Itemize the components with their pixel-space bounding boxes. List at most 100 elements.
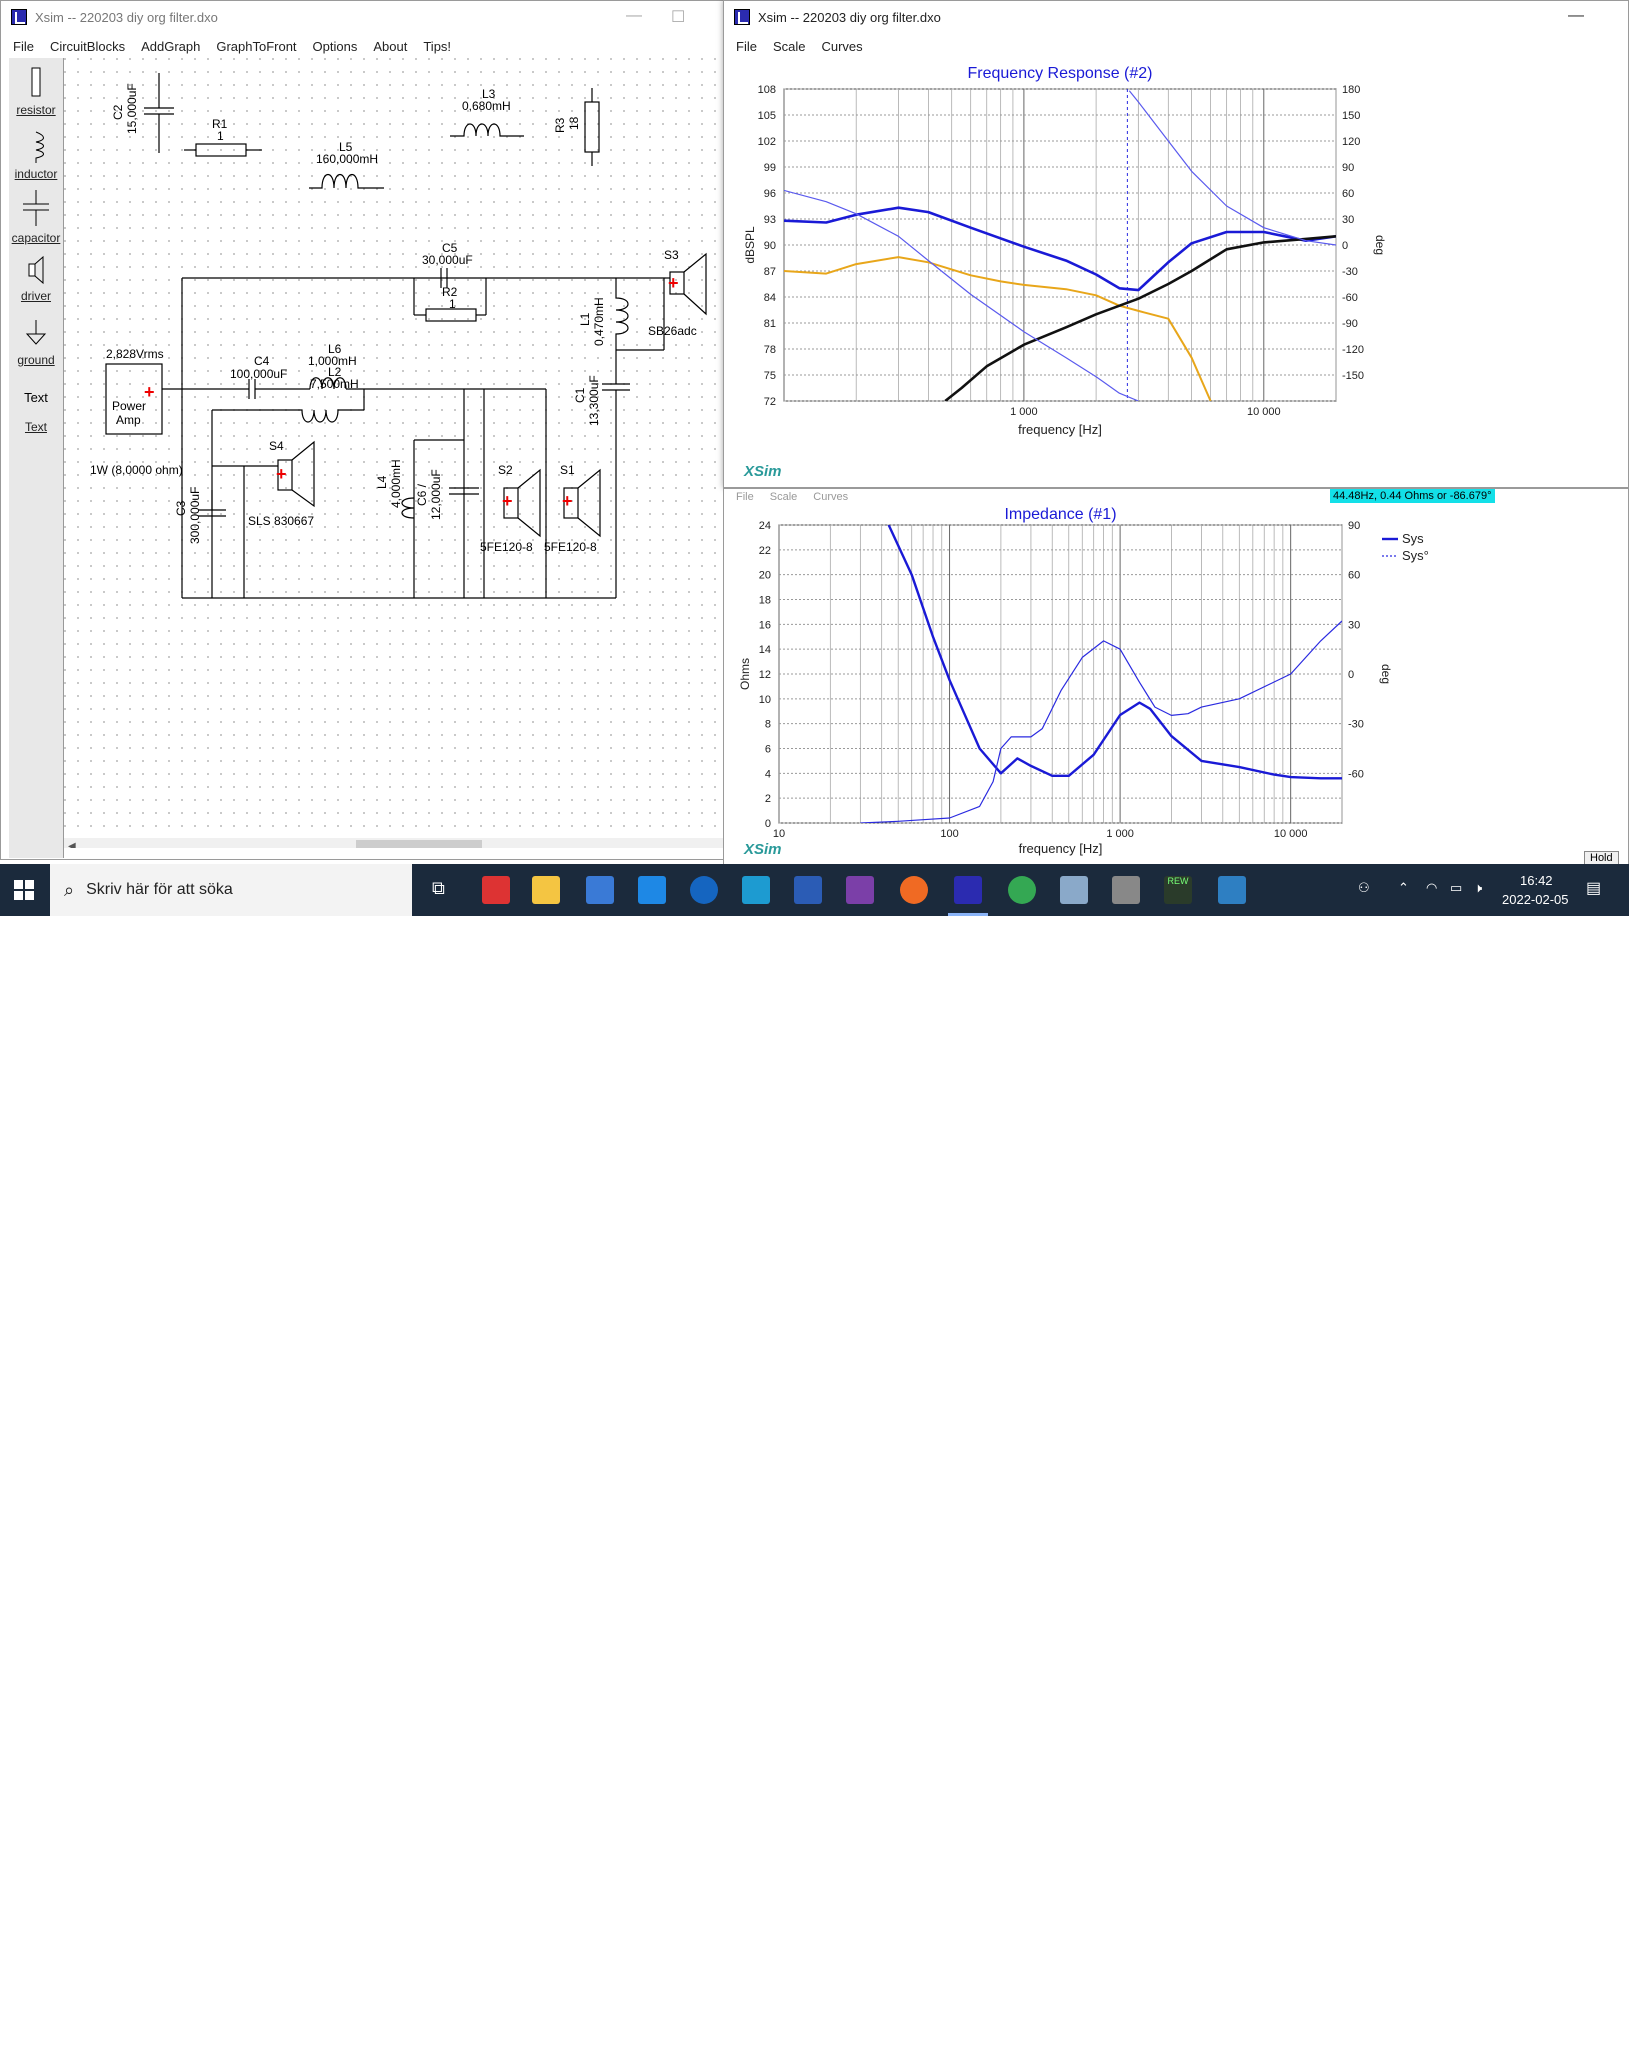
- y2-tick-label: 180: [1342, 84, 1360, 96]
- menu-about[interactable]: About: [373, 38, 408, 54]
- menu-scale[interactable]: Scale: [769, 491, 798, 503]
- word-icon[interactable]: [794, 876, 822, 904]
- label-r1: R1: [212, 117, 228, 131]
- clock-date[interactable]: 2022-02-05: [1502, 892, 1569, 907]
- active-indicator: [948, 913, 988, 916]
- value-c1: 13,300uF: [587, 375, 601, 426]
- schematic-canvas[interactable]: + + + + + C2 15,000uF R1 1 L5 160,000mH …: [64, 58, 724, 848]
- tool-driver[interactable]: driver: [9, 254, 63, 303]
- notifications-icon[interactable]: ▤: [1586, 880, 1602, 897]
- label-l6: L6: [328, 342, 342, 356]
- photos-icon[interactable]: [1218, 876, 1246, 904]
- windows-start-icon[interactable]: [14, 880, 34, 900]
- calculator-icon[interactable]: [1112, 876, 1140, 904]
- y2-tick-label: -60: [1342, 292, 1358, 304]
- search-icon: ⌕: [64, 879, 75, 900]
- volume-icon[interactable]: 🕨: [1474, 880, 1483, 895]
- menu-addgraph[interactable]: AddGraph: [141, 38, 201, 54]
- minimize-icon[interactable]: —: [626, 7, 642, 24]
- clock-time[interactable]: 16:42: [1520, 873, 1553, 888]
- series-line-1: [860, 620, 1342, 823]
- store-icon[interactable]: [586, 876, 614, 904]
- tool-text-label: Text: [24, 420, 47, 434]
- menu-circuitblocks[interactable]: CircuitBlocks: [49, 38, 126, 54]
- menu-scale[interactable]: Scale: [772, 38, 806, 54]
- value-c5: 30,000uF: [422, 253, 473, 267]
- edge-legacy-icon[interactable]: [690, 876, 718, 904]
- search-placeholder: Skriv här för att söka: [86, 881, 233, 898]
- chart-title: Frequency Response (#2): [968, 65, 1153, 82]
- y-tick-label: 4: [765, 768, 771, 780]
- menu-curves[interactable]: Curves: [813, 491, 849, 503]
- y2-tick-label: -90: [1342, 318, 1358, 330]
- capacitor-icon: [23, 190, 49, 226]
- xsim-taskbar-icon[interactable]: [954, 876, 982, 904]
- minimize-icon[interactable]: —: [1568, 7, 1584, 24]
- frequency-response-chart[interactable]: 72757881848790939699102105108-150-120-90…: [724, 59, 1628, 487]
- value-r2: 1: [449, 297, 456, 311]
- menu-tips[interactable]: Tips!: [423, 38, 452, 54]
- inductor-icon: [35, 131, 44, 163]
- firefox-icon[interactable]: [900, 876, 928, 904]
- y2-tick-label: -30: [1348, 719, 1364, 731]
- y-tick-label: 22: [759, 545, 771, 557]
- chevron-up-icon[interactable]: ⌃: [1398, 880, 1409, 895]
- y2-tick-label: 60: [1342, 188, 1354, 200]
- label-c1: C1: [573, 387, 587, 403]
- y2-tick-label: 30: [1342, 214, 1354, 226]
- rew-icon[interactable]: REW: [1164, 876, 1192, 904]
- amp-voltage: 2,828Vrms: [106, 347, 164, 361]
- onenote-icon[interactable]: [846, 876, 874, 904]
- y2-tick-label: 90: [1342, 162, 1354, 174]
- horizontal-scrollbar-thumb[interactable]: [356, 840, 482, 848]
- tool-capacitor-label: capacitor: [11, 231, 61, 245]
- y2-tick-label: 120: [1342, 136, 1360, 148]
- tool-capacitor[interactable]: capacitor: [9, 188, 63, 245]
- tool-text-2[interactable]: Text: [9, 420, 63, 434]
- chrome-icon[interactable]: [1008, 876, 1036, 904]
- tool-text[interactable]: Text: [9, 390, 63, 405]
- x-tick-label: 10 000: [1274, 828, 1308, 840]
- menu-curves[interactable]: Curves: [821, 38, 863, 54]
- tool-inductor[interactable]: inductor: [9, 130, 63, 181]
- red-app-icon[interactable]: [482, 876, 510, 904]
- y-tick-label: 105: [758, 110, 776, 122]
- battery-icon[interactable]: ▭: [1450, 880, 1463, 895]
- y-tick-label: 18: [759, 595, 771, 607]
- taskbar-search-box[interactable]: ⌕ Skriv här för att söka: [50, 864, 412, 916]
- legend-label-sys: Sys: [1402, 531, 1424, 546]
- people-icon[interactable]: ⚇: [1358, 880, 1370, 895]
- mail-icon[interactable]: [638, 876, 666, 904]
- amp-label-amp: Amp: [116, 413, 141, 427]
- y-tick-label: 24: [759, 520, 771, 532]
- file-explorer-icon[interactable]: [532, 876, 560, 904]
- scroll-left-icon[interactable]: ◀: [68, 841, 76, 848]
- y-tick-label: 20: [759, 570, 771, 582]
- value-c3: 300,000uF: [188, 487, 202, 544]
- notes-app-icon[interactable]: [1060, 876, 1088, 904]
- menu-file[interactable]: File: [736, 38, 757, 54]
- x-tick-label: 10: [773, 828, 785, 840]
- y-tick-label: 96: [764, 188, 776, 200]
- l-app-icon[interactable]: [742, 876, 770, 904]
- y-tick-label: 99: [764, 162, 776, 174]
- menu-options[interactable]: Options: [312, 38, 358, 54]
- schematic-menubar: File CircuitBlocks AddGraph GraphToFront…: [1, 35, 739, 57]
- menu-graphtofront[interactable]: GraphToFront: [216, 38, 297, 54]
- series-line-1: [784, 256, 1212, 401]
- y-tick-label: 87: [764, 266, 776, 278]
- series-line-3: [784, 189, 1139, 401]
- network-icon[interactable]: ◠: [1426, 880, 1438, 895]
- menu-file[interactable]: File: [13, 38, 34, 54]
- x-tick-label: 100: [940, 828, 958, 840]
- y-tick-label: 90: [764, 240, 776, 252]
- hold-button[interactable]: Hold: [1584, 851, 1619, 865]
- maximize-icon[interactable]: ☐: [671, 9, 686, 26]
- tool-ground[interactable]: ground: [9, 318, 63, 367]
- tool-resistor[interactable]: resistor: [9, 66, 63, 117]
- y-tick-label: 0: [765, 818, 771, 830]
- y-tick-label: 8: [765, 719, 771, 731]
- task-view-icon[interactable]: ⧉: [432, 878, 445, 898]
- menu-file[interactable]: File: [736, 491, 754, 503]
